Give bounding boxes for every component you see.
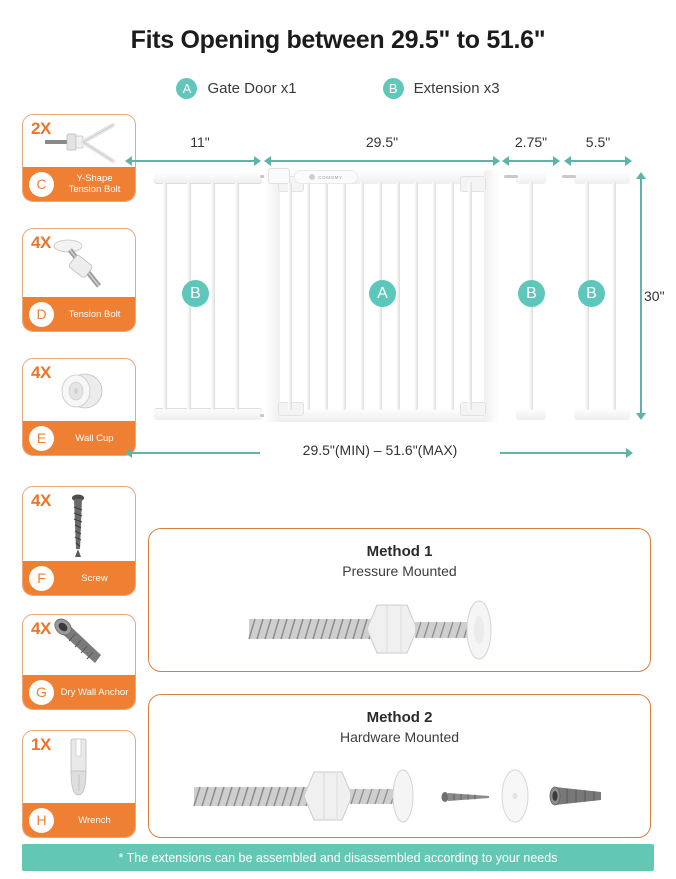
tension-bolt-icon [23,229,135,299]
y-shape-tension-bolt-icon [23,115,135,169]
part-footer-c: C Y-Shape Tension Bolt [23,167,135,201]
dim-label-2-75in: 2.75" [514,134,548,150]
part-name-c: Y-Shape Tension Bolt [68,173,121,195]
extension-panel-2-75in: B [504,172,546,420]
method-1-title: Method 1 [366,543,433,560]
part-footer-e: E Wall Cup [23,421,135,455]
part-card-f: 4X F Screw [22,486,136,596]
part-footer-d: D Tension Bolt [23,297,135,331]
legend-label-extension: Extension x3 [413,80,500,97]
part-name-e: Wall Cup [75,432,114,444]
part-letter-g: G [29,679,54,705]
part-card-c: 2X C Y-Shape Tension Bolt [22,114,136,202]
screw-icon [23,487,135,563]
part-name-d: Tension Bolt [68,308,121,320]
footer-note: * The extensions can be assembled and di… [22,844,654,871]
brand-name: COMOMY [318,174,343,180]
part-qty-d: 4X [31,233,51,252]
brand-badge: COMOMY [294,170,358,184]
panel-badge-b-5-5in: B [578,280,605,307]
part-letter-h: H [29,807,54,833]
dim-arrow-5-5in [564,156,632,166]
gate-door-panel: COMOMY A [264,168,500,422]
part-card-g: 4X G Dry Wall Anchor [22,614,136,710]
part-footer-f: F Screw [23,561,135,595]
dim-arrow-30in [636,172,646,420]
part-footer-g: G Dry Wall Anchor [23,675,135,709]
part-card-e: 4X E Wall Cup [22,358,136,456]
legend: A Gate Door x1 B Extension x3 [0,78,676,99]
method-1-illustration [149,591,650,671]
legend-item-gate-door: A Gate Door x1 [176,78,297,99]
part-card-d: 4X D Tension Bolt [22,228,136,332]
brand-logo-icon [309,174,316,180]
part-qty-h: 1X [31,735,51,754]
legend-label-gate-door: Gate Door x1 [207,80,297,97]
dim-label-29-5in: 29.5" [365,134,399,150]
part-qty-f: 4X [31,491,51,510]
dim-label-5-5in: 5.5" [585,134,611,150]
gate-assembly-diagram: 11" 29.5" 2.75" 5.5" B [125,130,665,470]
wrench-icon [23,731,135,805]
extension-panel-5-5in: B [562,172,630,420]
method-2-panel: Method 2 Hardware Mounted [148,694,651,838]
dry-wall-anchor-icon [23,615,135,677]
part-qty-c: 2X [31,119,51,138]
part-name-f: Screw [81,572,108,584]
dim-arrow-2-75in [502,156,560,166]
legend-item-extension: B Extension x3 [382,78,500,99]
method-2-title: Method 2 [366,709,433,726]
dim-arrow-29-5in [264,156,500,166]
dim-label-11in: 11" [190,134,210,150]
part-letter-e: E [29,425,54,451]
part-letter-d: D [29,301,54,327]
part-card-h: 1X H Wrench [22,730,136,838]
part-footer-h: H Wrench [23,803,135,837]
page-title: Fits Opening between 29.5" to 51.6" [130,26,546,54]
dim-label-30in: 30" [644,288,665,304]
panel-badge-b-2-75in: B [518,280,545,307]
dim-arrow-11in [125,156,261,166]
part-qty-e: 4X [31,363,51,382]
legend-badge-b: B [382,78,404,99]
part-letter-f: F [29,565,54,591]
extension-panel-11in: B [154,172,274,420]
dim-label-total: 29.5"(MIN) – 51.6"(MAX) [260,442,500,458]
method-1-panel: Method 1 Pressure Mounted [148,528,651,672]
part-letter-c: C [29,171,54,197]
panel-badge-a: A [369,280,396,307]
method-2-subtitle: Hardware Mounted [339,729,460,745]
part-qty-g: 4X [31,619,51,638]
wall-cup-icon [23,359,135,423]
legend-badge-a: A [176,78,198,99]
part-name-g: Dry Wall Anchor [60,686,129,698]
panel-badge-b-11in: B [182,280,209,307]
part-name-h: Wrench [78,814,111,826]
method-1-subtitle: Pressure Mounted [342,563,457,579]
method-2-illustration [149,757,650,837]
